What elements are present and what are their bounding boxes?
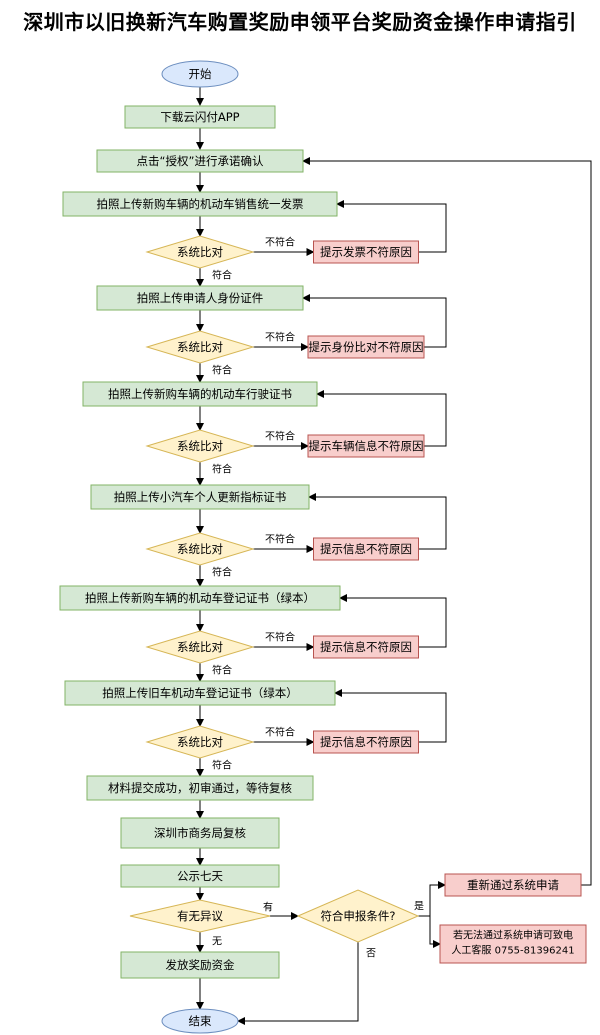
decision-compare-2: 系统比对	[145, 330, 255, 364]
edge-retry-5	[339, 594, 447, 648]
step-quota: 拍照上传小汽车个人更新指标证书	[90, 484, 310, 510]
label-fail-4: 不符合	[265, 533, 295, 546]
end-terminal: 结束	[161, 1008, 239, 1034]
error-2: 提示身份比对不符原因	[307, 335, 425, 359]
contact-line-1: 若无法通过系统申请可致电	[453, 929, 573, 942]
label-fail-6: 不符合	[265, 726, 295, 739]
step-reapply: 重新通过系统申请	[444, 873, 582, 897]
step-license-label: 拍照上传新购车辆的机动车行驶证书	[108, 387, 292, 401]
decision-compare-3: 系统比对	[145, 429, 255, 463]
decision-compare-1: 系统比对	[145, 235, 255, 269]
decision-eligible-label: 符合申报条件?	[320, 909, 395, 923]
decision-compare-2-label: 系统比对	[177, 340, 223, 354]
label-fail-3: 不符合	[265, 430, 295, 443]
error-4-label: 提示信息不符原因	[320, 542, 412, 556]
step-authorize: 点击“授权”进行承诺确认	[96, 149, 304, 173]
label-pass-2: 符合	[212, 364, 232, 377]
decision-compare-4-label: 系统比对	[177, 542, 223, 556]
step-authorize-label: 点击“授权”进行承诺确认	[137, 154, 264, 168]
decision-compare-5-label: 系统比对	[177, 640, 223, 654]
start-terminal-label: 开始	[189, 67, 212, 81]
decision-compare-6: 系统比对	[145, 725, 255, 759]
decision-compare-3-label: 系统比对	[177, 439, 223, 453]
label-pass-6: 符合	[212, 759, 232, 772]
end-terminal-label: 结束	[189, 1014, 212, 1028]
label-pass-4: 符合	[212, 566, 232, 579]
decision-compare-5: 系统比对	[145, 630, 255, 664]
step-invoice: 拍照上传新购车辆的机动车销售统一发票	[62, 191, 338, 217]
decision-compare-6-label: 系统比对	[177, 735, 223, 749]
step-release: 发放奖励资金	[120, 951, 280, 979]
label-none: 无	[212, 937, 222, 948]
label-pass-3: 符合	[212, 463, 232, 476]
error-3-label: 提示车辆信息不符原因	[309, 439, 424, 453]
step-reg-new: 拍照上传新购车辆的机动车登记证书（绿本）	[59, 585, 341, 611]
step-submitted-label: 材料提交成功，初审通过，等待复核	[108, 781, 292, 795]
edge-eligible-contact	[429, 916, 441, 948]
step-reg-old-label: 拍照上传旧车机动车登记证书（绿本）	[102, 686, 298, 700]
step-publicize: 公示七天	[120, 864, 280, 888]
label-fail-5: 不符合	[265, 631, 295, 644]
step-reg-new-label: 拍照上传新购车辆的机动车登记证书（绿本）	[85, 591, 315, 605]
step-quota-label: 拍照上传小汽车个人更新指标证书	[114, 490, 287, 504]
label-fail-1: 不符合	[265, 236, 295, 249]
decision-eligible: 符合申报条件?	[296, 889, 420, 943]
error-5: 提示信息不符原因	[313, 635, 419, 659]
edge-retry-3	[316, 390, 447, 447]
contact-line-2: 人工客服 0755-81396241	[451, 944, 574, 957]
step-id-card: 拍照上传申请人身份证件	[96, 285, 304, 311]
step-review: 深圳市商务局复核	[120, 817, 280, 849]
step-download: 下载云闪付APP	[124, 105, 276, 129]
edge-retry-6	[334, 689, 447, 743]
edge-retry-1	[336, 200, 447, 253]
decision-objection-label: 有无异议	[177, 909, 223, 923]
error-1: 提示发票不符原因	[313, 240, 419, 264]
edge-retry-2	[302, 294, 447, 348]
label-no: 否	[366, 948, 376, 960]
label-yes: 是	[414, 901, 424, 913]
error-1-label: 提示发票不符原因	[320, 245, 412, 259]
label-fail-2: 不符合	[265, 331, 295, 344]
page-title: 深圳市以旧换新汽车购置奖励申领平台奖励资金操作申请指引	[23, 10, 577, 34]
edge-retry-4	[308, 493, 447, 550]
decision-objection: 有无异议	[129, 899, 271, 933]
step-download-label: 下载云闪付APP	[160, 110, 239, 124]
step-invoice-label: 拍照上传新购车辆的机动车销售统一发票	[97, 197, 304, 211]
edge-reapply-authorize	[302, 157, 592, 886]
label-pass-1: 符合	[212, 269, 232, 282]
step-release-label: 发放奖励资金	[166, 958, 235, 972]
step-license: 拍照上传新购车辆的机动车行驶证书	[82, 381, 318, 407]
step-reg-old: 拍照上传旧车机动车登记证书（绿本）	[64, 680, 336, 706]
error-5-label: 提示信息不符原因	[320, 640, 412, 654]
label-has: 有	[263, 901, 273, 914]
label-pass-5: 符合	[212, 664, 232, 677]
error-6-label: 提示信息不符原因	[320, 735, 412, 749]
decision-compare-1-label: 系统比对	[177, 245, 223, 259]
step-review-label: 深圳市商务局复核	[154, 826, 246, 840]
edge-eligible-no	[237, 942, 359, 1025]
step-id-card-label: 拍照上传申请人身份证件	[137, 291, 264, 305]
error-4: 提示信息不符原因	[313, 537, 419, 561]
error-2-label: 提示身份比对不符原因	[309, 340, 424, 354]
edge-eligible-reapply	[418, 881, 446, 917]
step-reapply-label: 重新通过系统申请	[467, 878, 559, 892]
start-terminal: 开始	[161, 60, 239, 88]
error-3: 提示车辆信息不符原因	[307, 434, 425, 458]
step-publicize-label: 公示七天	[177, 869, 223, 883]
step-submitted: 材料提交成功，初审通过，等待复核	[86, 775, 314, 801]
decision-compare-4: 系统比对	[145, 532, 255, 566]
error-6: 提示信息不符原因	[313, 730, 419, 754]
